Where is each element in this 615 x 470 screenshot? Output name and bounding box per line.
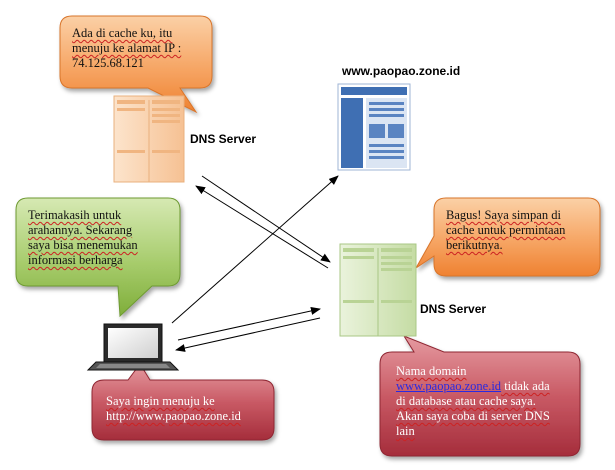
arrow-laptop-to-website	[171, 175, 339, 324]
website-domain-label: www.paopao.zone.id	[342, 64, 461, 78]
dns-server-right-label: DNS Server	[420, 302, 487, 316]
arrow-topserver-to-rightserver	[201, 175, 331, 263]
laptop-icon	[86, 323, 180, 371]
arrow-rightserver-to-laptop	[175, 317, 321, 352]
callout-green-text: Terimakasih untuk arahannya. Sekarang sa…	[28, 208, 138, 267]
callout-bottom-red	[91, 363, 275, 441]
callout-top-orange-text: Ada di cache ku, itu menuju ke alamat IP…	[72, 26, 182, 70]
callout-green	[15, 197, 181, 318]
callout-right-orange-text: Bagus! Saya simpan di cache untuk permin…	[446, 208, 566, 252]
callout-right-red	[379, 334, 581, 457]
arrow-laptop-to-rightserver	[177, 307, 321, 341]
callout-bottom-red-text: Saya ingin menuju ke http://www.paopao.z…	[106, 394, 241, 423]
callout-right-red-text: Nama domain www.paopao.zone.id tidak ada…	[396, 364, 550, 438]
webpage-icon	[337, 83, 411, 171]
server-tower-icon	[113, 95, 185, 183]
callout-top-orange	[59, 15, 213, 114]
domain-link[interactable]: www.paopao.zone.id	[396, 379, 502, 393]
dns-server-top-label: DNS Server	[190, 132, 257, 146]
server-tower-icon	[339, 243, 417, 337]
callout-right-orange	[415, 197, 601, 277]
arrow-rightserver-to-topserver	[195, 185, 329, 269]
